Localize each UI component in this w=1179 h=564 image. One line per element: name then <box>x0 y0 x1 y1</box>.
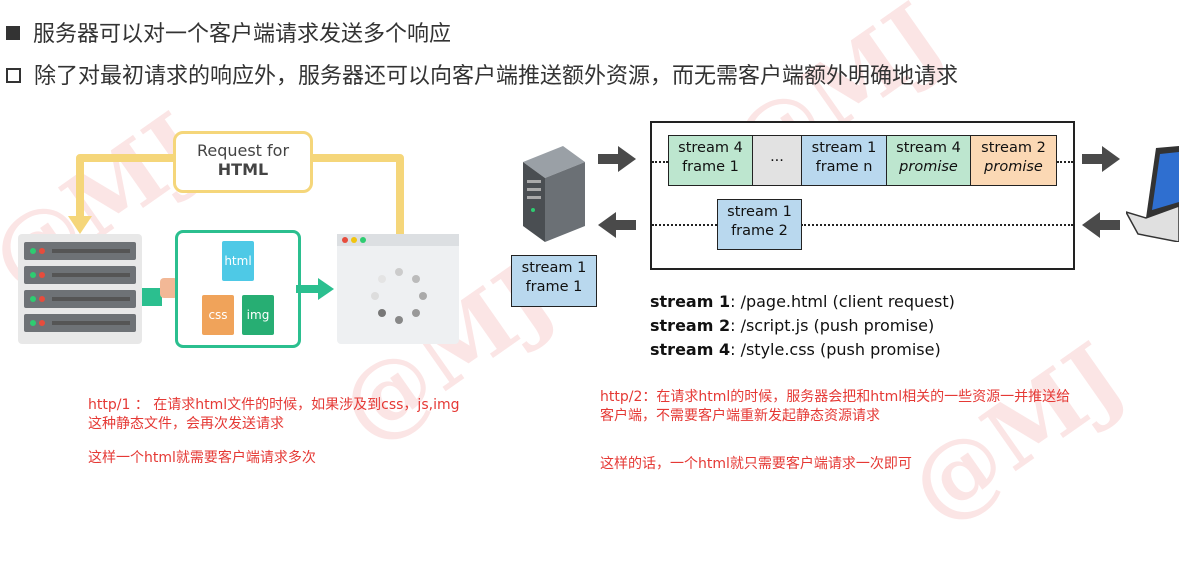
arrow-left-icon <box>598 212 636 238</box>
arrow-right-icon <box>296 278 334 300</box>
dotted-line <box>652 224 717 226</box>
frame-ellipsis: ... <box>752 135 802 186</box>
server-tower-icon <box>523 146 585 242</box>
html-file-icon: html <box>222 241 254 281</box>
dotted-line <box>652 161 668 163</box>
img-file-icon: img <box>242 295 274 335</box>
stream-1-desc: stream 1: /page.html (client request) <box>650 292 955 311</box>
stream-2-desc: stream 2: /script.js (push promise) <box>650 316 935 335</box>
arrow-right-icon <box>1082 146 1120 172</box>
header-line-2: 除了对最初请求的响应外，服务器还可以向客户端推送额外资源，而无需客户端额外明确地… <box>34 64 959 89</box>
connector <box>142 288 162 306</box>
http2-note-line-2: 客户端，不需要客户端重新发起静态资源请求 <box>600 408 880 424</box>
stream-4-desc: stream 4: /style.css (push promise) <box>650 340 941 359</box>
header-line-1: 服务器可以对一个客户端请求发送多个响应 <box>33 22 452 47</box>
laptop-icon <box>1126 146 1179 242</box>
dotted-line <box>801 224 1073 226</box>
http2-note-line-3: 这样的话，一个html就只需要客户端请求一次即可 <box>600 456 912 472</box>
http1-note-line-2: 这种静态文件，会再次发送请求 <box>88 416 284 432</box>
css-file-icon: css <box>202 295 234 335</box>
request-label: Request for <box>196 141 290 160</box>
arrow-right-icon <box>598 146 636 172</box>
dotted-line <box>1057 161 1073 163</box>
hollow-square-icon <box>6 67 21 83</box>
bullet-line-1: 服务器可以对一个客户端请求发送多个响应 <box>6 16 451 48</box>
request-for-html-box: Request for HTML <box>173 131 313 193</box>
loading-spinner-icon <box>371 268 427 324</box>
filled-square-icon <box>6 26 20 40</box>
http1-note-line-3: 这样一个html就需要客户端请求多次 <box>88 450 316 466</box>
resources-box: html css img <box>175 230 301 348</box>
connector-hand <box>160 278 178 298</box>
server-icon <box>18 234 142 344</box>
bullet-line-2: 除了对最初请求的响应外，服务器还可以向客户端推送额外资源，而无需客户端额外明确地… <box>6 58 958 90</box>
request-loop-arrow <box>68 154 404 234</box>
request-html-label: HTML <box>217 160 269 179</box>
arrow-left-icon <box>1082 212 1120 238</box>
http1-note: http/1 ： 在请求html文件的时候，如果涉及到css，js,img 这种… <box>88 396 459 468</box>
browser-icon <box>337 234 459 344</box>
http1-note-line-1: http/1 ： 在请求html文件的时候，如果涉及到css，js,img <box>88 397 460 413</box>
http2-note: http/2：在请求html的时候，服务器会把和html相关的一些资源一并推送给… <box>600 388 1070 474</box>
http2-note-line-1: http/2：在请求html的时候，服务器会把和html相关的一些资源一并推送给 <box>600 389 1071 405</box>
